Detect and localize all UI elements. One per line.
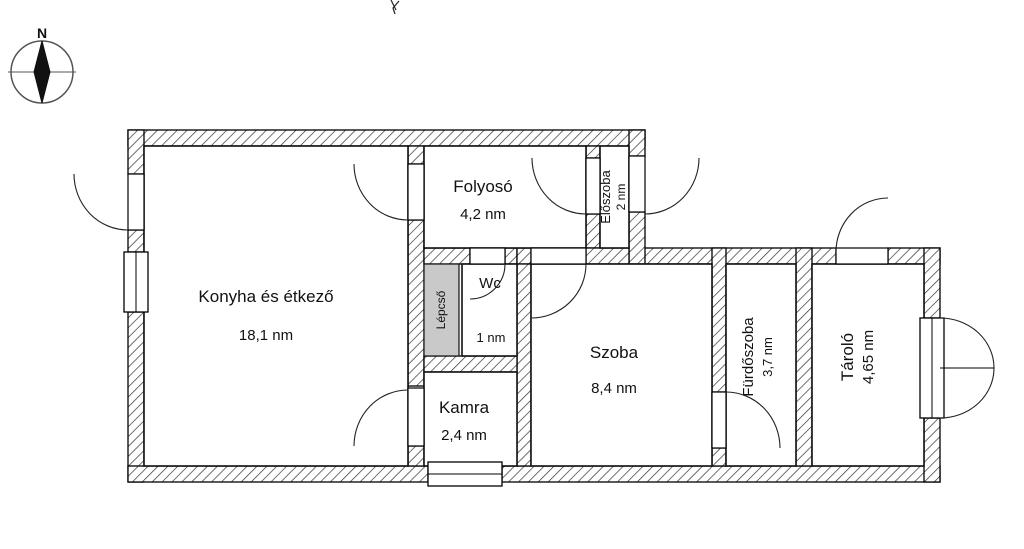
door-leaf	[469, 247, 506, 265]
wall-left-seg3	[127, 311, 145, 483]
label-folyoso-area: 4,2 nm	[460, 206, 506, 223]
wall-hall-entry-seg1	[585, 145, 601, 159]
compass-needle-icon	[33, 40, 51, 104]
label-folyoso-name: Folyosó	[453, 177, 513, 196]
wall-right-seg2	[923, 417, 941, 483]
room-furdoszoba	[725, 263, 797, 467]
label-wc-area: 1 nm	[477, 330, 506, 345]
door-leaf	[628, 155, 646, 213]
label-wc-name: Wc	[479, 275, 501, 292]
wall-left-seg2	[127, 229, 145, 253]
room-tarolo	[811, 263, 925, 467]
wall-storage-left	[795, 247, 813, 467]
door-leaf	[407, 163, 425, 221]
room-lepcso-stairs	[423, 263, 460, 357]
room-konyha	[143, 145, 409, 467]
wall-bottom-seg1	[127, 465, 429, 483]
window-bottom	[427, 461, 503, 487]
wall-top-main	[127, 129, 646, 147]
door-hallway-room	[530, 247, 587, 319]
label-kamra-name: Kamra	[439, 398, 490, 417]
door-hallway-entryhall	[531, 157, 601, 215]
door-swing-arc	[469, 263, 506, 300]
door-exterior-left	[73, 173, 145, 231]
label-eloszoba-name: Előszoba	[598, 169, 613, 223]
wall-kitchen-seg3	[407, 445, 425, 467]
wall-bathroom-seg2	[711, 447, 727, 467]
room-kamra	[423, 371, 518, 467]
door-storage-exterior-right	[939, 317, 995, 419]
wall-right-seg1	[923, 247, 941, 319]
label-tarolo-name: Tároló	[838, 333, 857, 381]
wall-bottom-seg2	[501, 465, 941, 483]
wall-pantry-top	[423, 355, 518, 373]
label-lepcso-name: Lépcső	[434, 290, 448, 329]
door-swing-arc	[835, 197, 889, 253]
compass-rose: N	[8, 25, 76, 104]
wall-room-left	[516, 263, 532, 467]
wall-left-seg1	[127, 129, 145, 175]
wall-room-top-seg1	[516, 247, 532, 265]
label-szoba-name: Szoba	[590, 343, 639, 362]
door-swing-arc	[531, 157, 587, 215]
label-furdoszoba-area: 3,7 nm	[760, 337, 775, 377]
wall-hall-bottom-seg2	[504, 247, 518, 265]
wall-room-top-seg2	[585, 247, 630, 265]
door-swing-arc	[530, 263, 587, 319]
door-leaf	[585, 157, 601, 215]
label-konyha-area: 18,1 nm	[239, 327, 293, 344]
door-kitchen-hallway	[353, 163, 425, 221]
door-swing-arc	[644, 157, 700, 215]
wall-kitchen-seg2	[407, 219, 425, 387]
door-leaf	[530, 247, 587, 265]
door-swing-arc	[73, 173, 129, 231]
door-swing-arc	[725, 391, 781, 449]
crop-mark	[390, 0, 400, 15]
door-storage-exterior-top	[835, 197, 889, 265]
label-eloszoba-area: 2 nm	[614, 184, 628, 211]
door-leaf	[407, 387, 425, 447]
door-leaf	[835, 247, 889, 265]
wall-hall-bottom-seg1	[423, 247, 471, 265]
wall-kitchen-seg1	[407, 145, 425, 165]
wall-bathroom-seg1	[711, 247, 727, 393]
door-wc	[469, 247, 506, 300]
window-left	[123, 251, 149, 313]
room-szoba	[530, 263, 713, 467]
door-leaf	[127, 173, 145, 231]
room-folyoso	[423, 145, 587, 249]
door-swing-arc	[353, 163, 409, 221]
label-tarolo-area: 4,65 nm	[860, 330, 877, 384]
door-entrance	[628, 155, 700, 215]
door-room-bathroom	[711, 391, 781, 449]
wall-entry-right-seg1	[628, 129, 646, 157]
room-eloszoba	[599, 145, 630, 249]
door-swing-arc	[353, 389, 409, 447]
label-kamra-area: 2,4 nm	[441, 427, 487, 444]
room-wc	[461, 263, 518, 357]
compass-north-label: N	[37, 25, 47, 41]
wall-entry-right-seg2	[628, 211, 646, 265]
door-kitchen-pantry	[353, 387, 425, 447]
door-leaf	[711, 391, 727, 449]
label-konyha-name: Konyha és étkező	[198, 287, 333, 306]
label-furdoszoba-name: Fürdőszoba	[740, 317, 757, 397]
label-szoba-area: 8,4 nm	[591, 380, 637, 397]
